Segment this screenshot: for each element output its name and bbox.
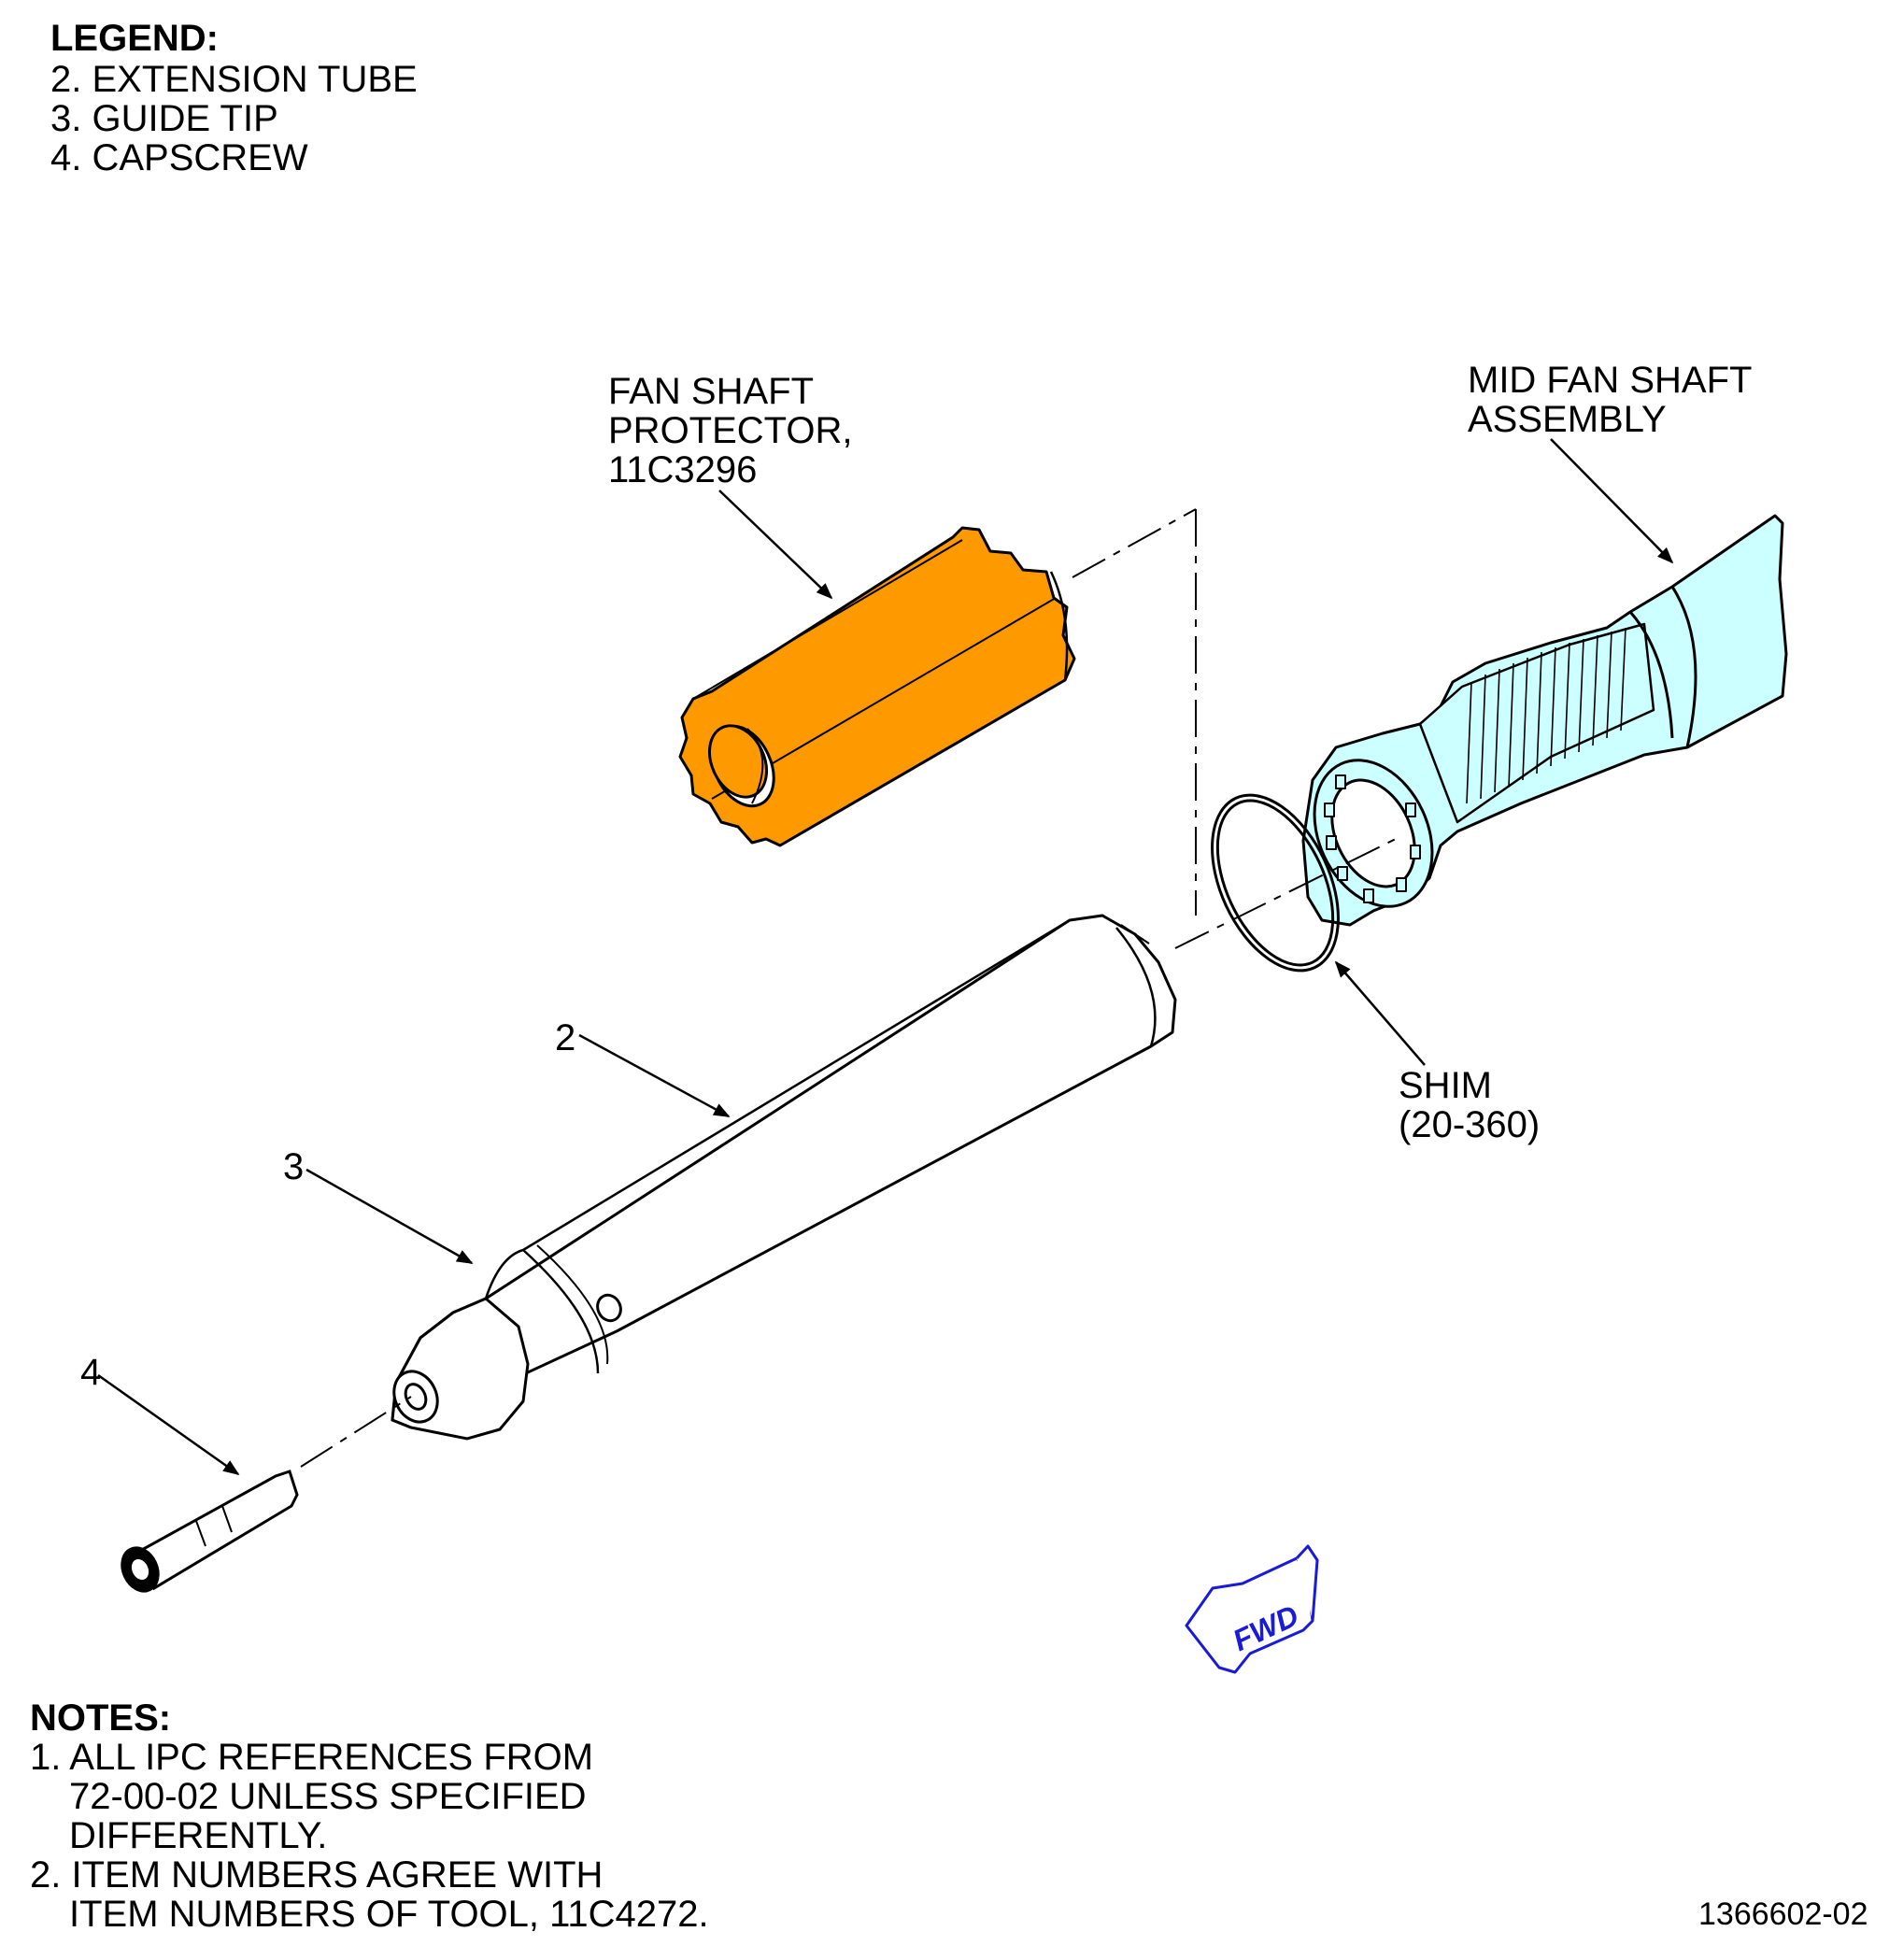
shim-label-line1: SHIM bbox=[1399, 1065, 1492, 1106]
centerlines bbox=[300, 508, 1402, 1468]
figure-id: 1366602-02 bbox=[1698, 1896, 1868, 1932]
note-2-line1: 2. ITEM NUMBERS AGREE WITH bbox=[30, 1854, 604, 1896]
note-1-line3: DIFFERENTLY. bbox=[69, 1815, 328, 1856]
fan-shaft-protector-label-line1: FAN SHAFT bbox=[608, 371, 815, 412]
mid-fan-shaft-assembly bbox=[1301, 514, 1788, 927]
shim-label-line2: (20-360) bbox=[1399, 1104, 1541, 1145]
mid-fan-shaft-label-line2: ASSEMBLY bbox=[1468, 399, 1667, 440]
leader-lines bbox=[97, 438, 1674, 1476]
note-2-line2: ITEM NUMBERS OF TOOL, 11C4272. bbox=[69, 1894, 709, 1935]
shim-ring bbox=[1211, 793, 1340, 973]
note-1-line1: 1. ALL IPC REFERENCES FROM bbox=[30, 1737, 594, 1778]
fan-shaft-protector-label-line2: PROTECTOR, bbox=[608, 410, 853, 451]
capscrew bbox=[121, 1470, 299, 1593]
note-1-line2: 72-00-02 UNLESS SPECIFIED bbox=[69, 1776, 587, 1817]
item-number-2: 2 bbox=[555, 1017, 576, 1058]
fwd-arrow-icon: FWD bbox=[1185, 1544, 1319, 1674]
guide-tip bbox=[391, 1293, 622, 1441]
mid-fan-shaft-label-line1: MID FAN SHAFT bbox=[1468, 360, 1753, 401]
fan-shaft-protector bbox=[678, 526, 1076, 847]
legend-item-guide-tip: 3. GUIDE TIP bbox=[50, 98, 278, 139]
item-number-3: 3 bbox=[283, 1146, 305, 1187]
item-number-4: 4 bbox=[80, 1352, 102, 1393]
legend-item-extension-tube: 2. EXTENSION TUBE bbox=[50, 59, 418, 100]
legend-title: LEGEND: bbox=[50, 18, 219, 59]
notes-title: NOTES: bbox=[30, 1697, 172, 1739]
legend-item-capscrew: 4. CAPSCREW bbox=[50, 137, 308, 178]
fan-shaft-protector-label-line3: 11C3296 bbox=[608, 449, 758, 490]
